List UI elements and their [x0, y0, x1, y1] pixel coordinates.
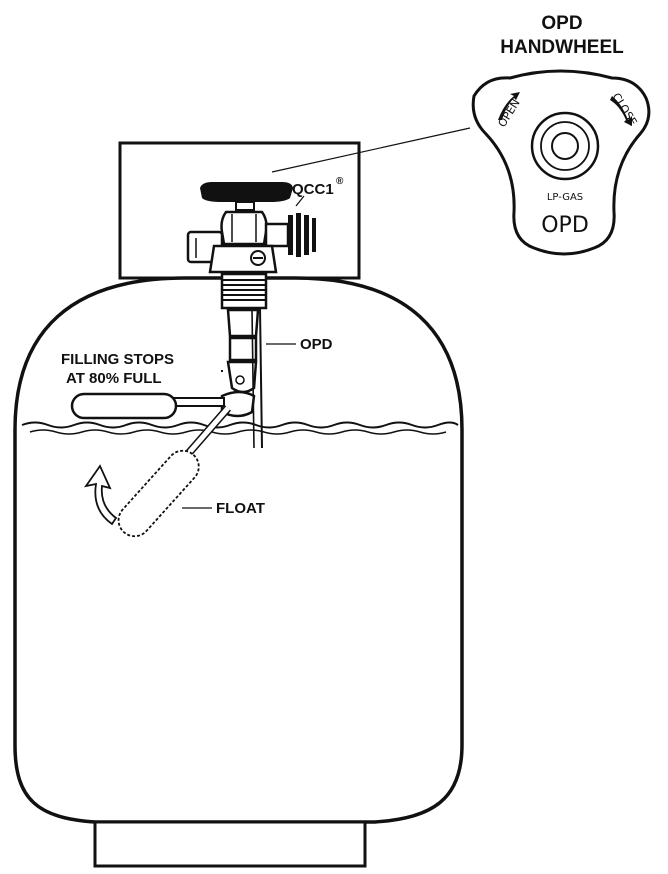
tank-foot-ring	[93, 820, 367, 868]
handwheel-title-line1: OPD	[541, 13, 582, 34]
handwheel-leader-line	[271, 127, 471, 173]
float-label: FLOAT	[216, 500, 265, 517]
float-horizontal	[70, 392, 178, 420]
handwheel-shape	[471, 69, 651, 256]
handwheel-detail: OPEN CLOSE LP-GAS OPD	[471, 69, 651, 256]
handwheel-opd-label: OPD	[541, 213, 589, 238]
qcc1-label: QCC1	[292, 181, 334, 198]
qcc1-leader-line	[295, 195, 305, 207]
float-arm-horizontal	[171, 397, 225, 407]
valve-assembly	[186, 182, 316, 449]
opd-tube	[226, 308, 260, 394]
qcc1-threads	[288, 213, 316, 257]
filling-stops-label-line2: AT 80% FULL	[66, 370, 162, 387]
float-empty-position	[117, 405, 232, 538]
liquid-level-line-lower	[29, 429, 447, 435]
opd-label: OPD	[300, 336, 333, 353]
liquid-level-line	[21, 421, 459, 429]
tank-handwheel	[200, 182, 293, 202]
qcc1-registered-mark: ®	[336, 176, 344, 187]
handwheel-title-line2: HANDWHEEL	[500, 37, 624, 58]
filling-stops-label-line1: FILLING STOPS	[61, 351, 174, 368]
float-tilted	[117, 449, 200, 538]
float-filled-position	[70, 392, 225, 420]
float-motion-arrow	[83, 464, 118, 526]
handwheel-gas-label: LP-GAS	[547, 192, 583, 203]
